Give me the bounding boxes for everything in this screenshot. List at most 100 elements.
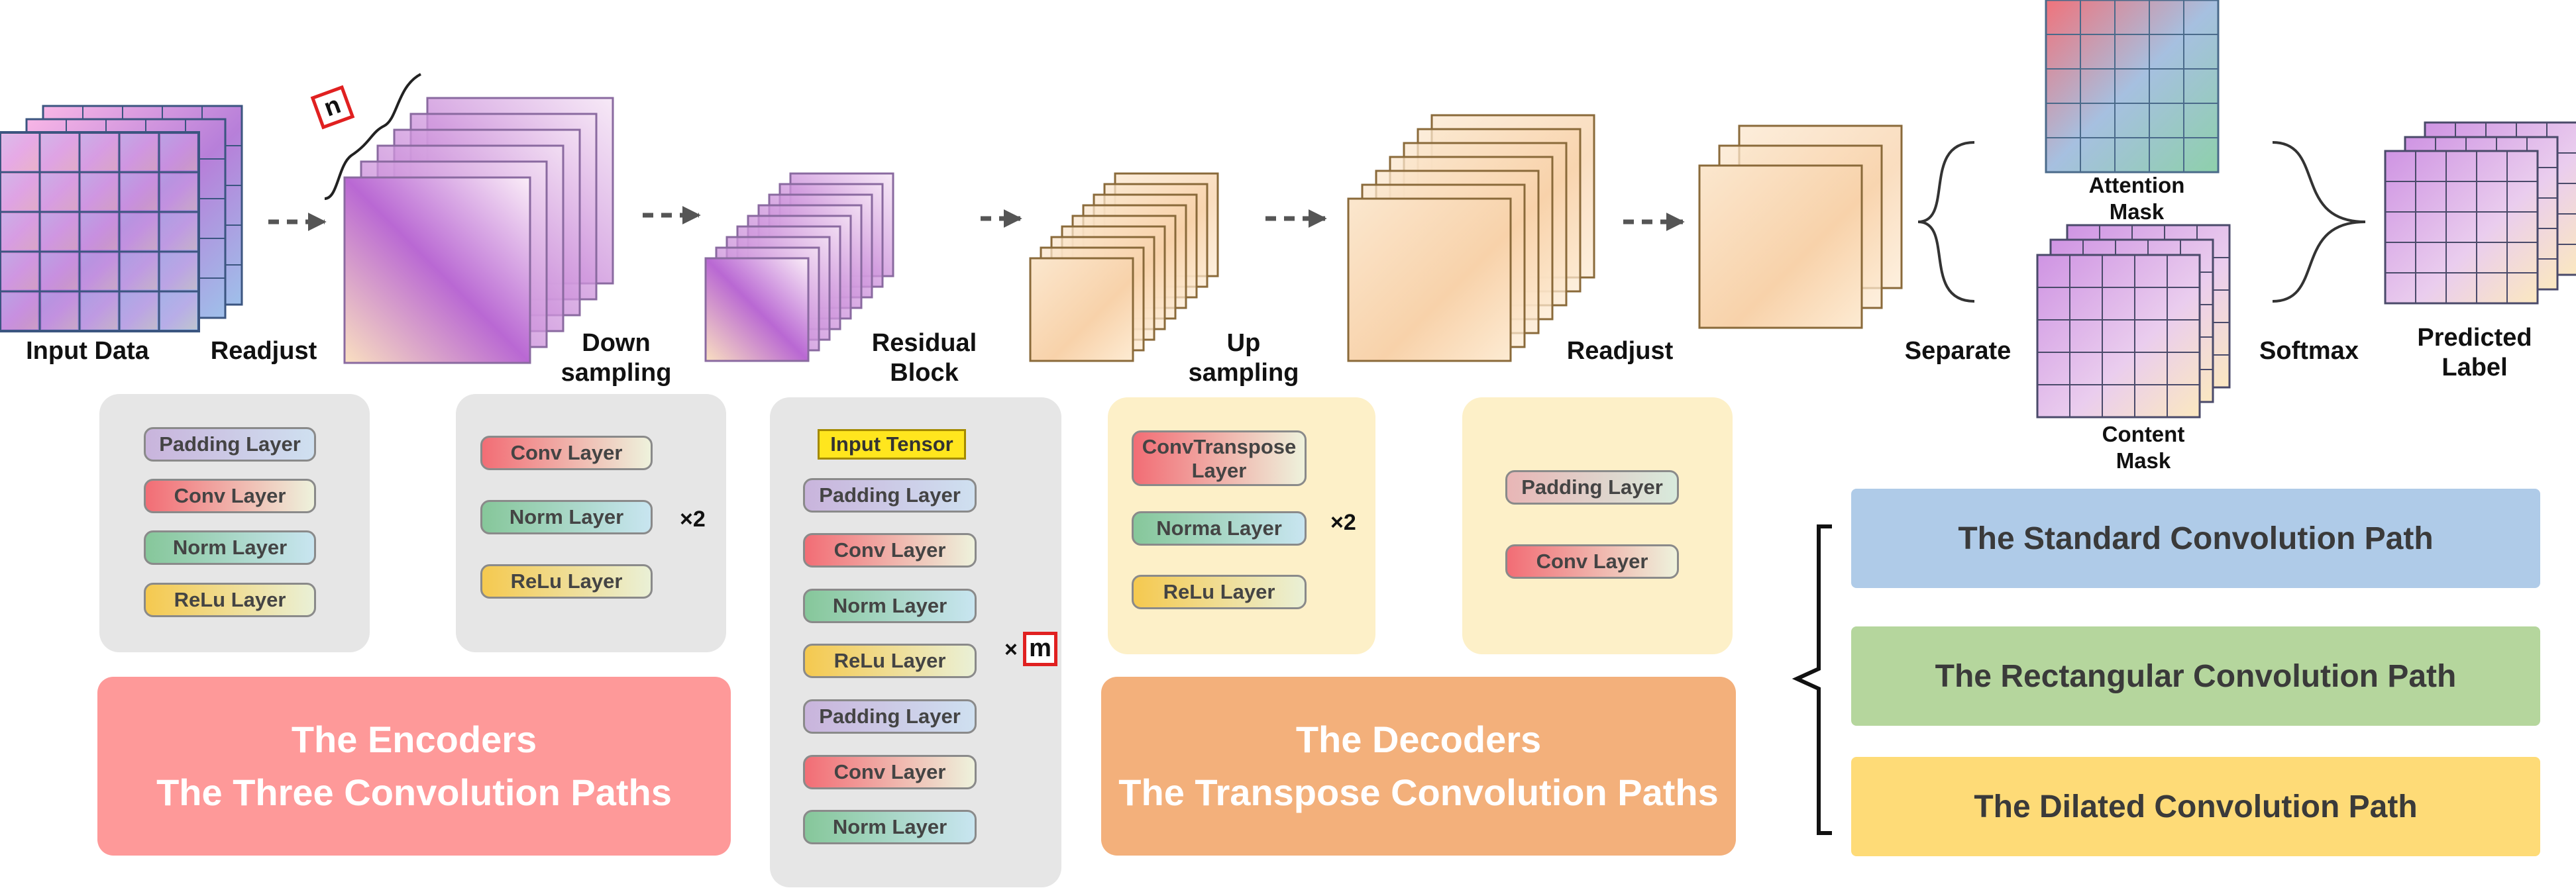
norma-layer: Norma Layer <box>1132 511 1307 546</box>
encoders-title: The Encoders <box>291 718 537 760</box>
upsampled-feature-map <box>1347 197 1512 362</box>
padding-layer: Padding Layer <box>144 427 316 462</box>
conv-layer: Conv Layer <box>803 533 977 568</box>
separate-brace <box>1917 141 1975 303</box>
content-mask-label: Content Mask <box>2077 421 2210 474</box>
predicted-label-label: Predicted Label <box>2408 323 2541 383</box>
residual-times-label: × <box>1004 637 1018 662</box>
downsampling-label-line2: sampling <box>561 359 672 387</box>
input-data-grid-front-cell <box>121 254 157 289</box>
downsampling-label: Down sampling <box>550 328 682 388</box>
relu-layer: ReLu Layer <box>1132 575 1307 609</box>
input-data-grid-front-cell <box>121 214 157 250</box>
upsampling-label-line2: sampling <box>1188 359 1299 387</box>
up-repeat-label: ×2 <box>1330 510 1356 535</box>
input-data-grid-front-cell <box>81 174 117 210</box>
input-data-grid-front-cell <box>121 134 157 170</box>
conv-layer: Conv Layer <box>1505 544 1679 579</box>
predicted-label-line2: Label <box>2442 354 2508 381</box>
attention-mask-label: Attention Mask <box>2070 172 2203 225</box>
rectangular-convolution-path-box: The Rectangular Convolution Path <box>1851 626 2540 726</box>
upsampling-label: Up sampling <box>1177 328 1310 388</box>
panel-residual-block: Input Tensor Padding Layer Conv Layer No… <box>770 397 1061 887</box>
residual-feature-map <box>1029 257 1134 362</box>
encoders-subtitle: The Three Convolution Paths <box>156 771 672 813</box>
panel-upsampling: ConvTranspose Layer Norma Layer ReLu Lay… <box>1108 397 1375 654</box>
attention-mask-grid <box>2045 0 2220 173</box>
softmax-brace <box>2272 141 2366 303</box>
input-data-grid-front-cell <box>161 214 197 250</box>
input-data-grid-front-cell <box>42 254 78 289</box>
conv-layer: Conv Layer <box>803 755 977 789</box>
readjust-label: Readjust <box>210 337 317 365</box>
input-data-grid-front-cell <box>81 293 117 329</box>
readjusted-feature-map <box>1698 164 1863 329</box>
padding-layer: Padding Layer <box>803 699 977 734</box>
input-data-grid-front-cell <box>42 134 78 170</box>
panel-encoder-readjust: Padding Layer Conv Layer Norm Layer ReLu… <box>99 394 370 652</box>
input-data-grid-front-cell <box>2 214 38 250</box>
norm-layer: Norm Layer <box>480 500 653 534</box>
upsampling-label-line1: Up <box>1226 329 1261 357</box>
predicted-label-line1: Predicted <box>2417 324 2532 352</box>
relu-layer: ReLu Layer <box>144 583 316 617</box>
softmax-label: Softmax <box>2259 337 2359 365</box>
relu-layer: ReLu Layer <box>480 564 653 599</box>
decoders-title: The Decoders <box>1295 718 1542 760</box>
input-data-grid-front-cell <box>161 293 197 329</box>
n-brace <box>324 73 421 200</box>
input-data-grid-front-cell <box>161 254 197 289</box>
panel-decoder-readjust: Padding Layer Conv Layer <box>1462 397 1733 654</box>
panel-downsampling: Conv Layer Norm Layer ReLu Layer ×2 <box>456 394 726 652</box>
relu-layer: ReLu Layer <box>803 644 977 678</box>
residual-block-label: Residual Block <box>858 328 991 388</box>
content-mask-grid-front <box>2036 254 2201 419</box>
input-data-grid-front-cell <box>81 254 117 289</box>
downsampling-label-line1: Down <box>582 329 651 357</box>
attention-mask-label-line2: Mask <box>2109 199 2165 224</box>
content-mask-label-line1: Content <box>2102 422 2185 446</box>
norm-layer: Norm Layer <box>144 530 316 565</box>
input-data-label: Input Data <box>26 337 149 365</box>
predicted-label-grid-front <box>2384 150 2539 305</box>
input-data-grid-front-cell <box>121 174 157 210</box>
dilated-convolution-path-box: The Dilated Convolution Path <box>1851 757 2540 856</box>
attention-mask-label-line1: Attention <box>2088 173 2185 197</box>
readjust-feature-map <box>343 176 531 364</box>
norm-layer: Norm Layer <box>803 810 977 844</box>
input-tensor-layer: Input Tensor <box>818 429 966 460</box>
input-data-grid-front-cell <box>161 134 197 170</box>
down-repeat-label: ×2 <box>680 507 706 532</box>
standard-convolution-path-box: The Standard Convolution Path <box>1851 489 2540 588</box>
m-repeat-badge: m <box>1023 632 1057 666</box>
content-mask-label-line2: Mask <box>2116 448 2171 473</box>
norm-layer: Norm Layer <box>803 589 977 623</box>
padding-layer: Padding Layer <box>1505 470 1679 505</box>
input-data-grid-front-cell <box>121 293 157 329</box>
decoders-subtitle: The Transpose Convolution Paths <box>1118 771 1719 813</box>
padding-layer: Padding Layer <box>803 478 977 513</box>
input-data-grid-front-cell <box>42 214 78 250</box>
readjust-decoder-label: Readjust <box>1566 337 1674 365</box>
paths-bracket <box>1792 524 1832 835</box>
residual-block-label-line2: Block <box>890 359 959 387</box>
input-data-grid-front-cell <box>161 174 197 210</box>
separate-label: Separate <box>1904 337 2012 365</box>
decoders-box: The Decoders The Transpose Convolution P… <box>1101 677 1736 856</box>
convtranspose-line2: Layer <box>1191 459 1247 482</box>
convtranspose-layer: ConvTranspose Layer <box>1132 430 1307 486</box>
input-data-grid-front-cell <box>2 293 38 329</box>
conv-layer: Conv Layer <box>144 479 316 513</box>
input-data-grid-front-cell <box>81 134 117 170</box>
convtranspose-line1: ConvTranspose <box>1142 435 1297 458</box>
input-data-grid-front-cell <box>2 134 38 170</box>
conv-layer: Conv Layer <box>480 436 653 470</box>
input-data-grid-front-cell <box>2 174 38 210</box>
encoders-box: The Encoders The Three Convolution Paths <box>97 677 731 856</box>
downsampled-feature-map <box>704 257 810 362</box>
input-data-grid-front-cell <box>42 174 78 210</box>
input-data-grid-front-cell <box>81 214 117 250</box>
input-data-grid-front-cell <box>2 254 38 289</box>
